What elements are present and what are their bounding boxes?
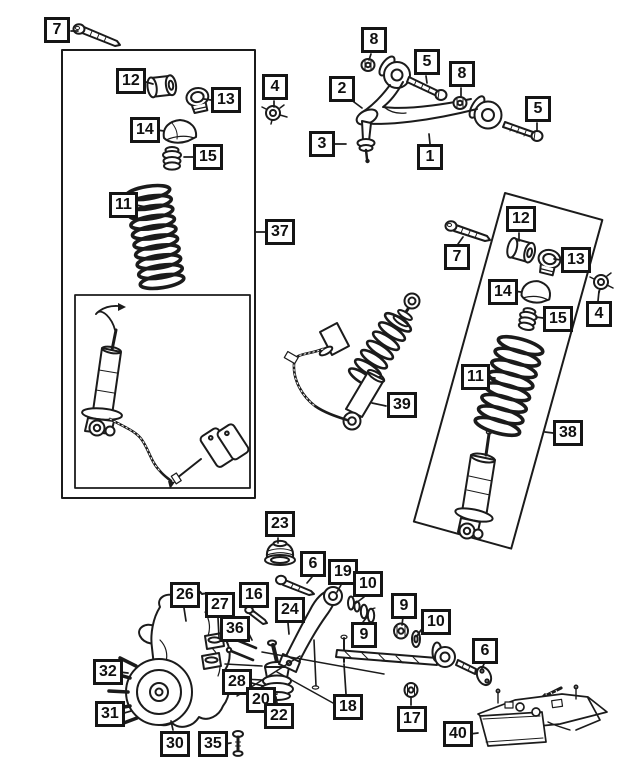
callout-11-rear[interactable]: 11 [461,364,490,390]
washers-10-link-art [347,595,361,613]
callout-12-front[interactable]: 12 [116,68,146,94]
nut-9-bar-art [393,622,409,640]
callout-23-boot[interactable]: 23 [265,511,295,537]
callout-5-front-arm[interactable]: 5 [414,49,440,75]
bolt-7-front [72,23,121,47]
coilover-shock-39-art [283,292,421,431]
callout-14-rear[interactable]: 14 [488,279,518,305]
front-spring-group-box [61,49,256,499]
upper-control-arm-art [355,55,503,164]
nut-8-front-arm [360,58,376,72]
nut-17-art [403,682,419,698]
knuckle-and-hub-art [107,588,263,728]
retainers-9-link-art [359,603,376,624]
clamp-13-rear [537,248,562,277]
callout-8-front-arm[interactable]: 8 [361,27,387,53]
upper-link-24-art [278,586,343,690]
callout-26-knuckle[interactable]: 26 [170,582,200,608]
callout-4-rear[interactable]: 4 [586,301,612,327]
callout-40-crossmember[interactable]: 40 [443,721,473,747]
callout-7-front[interactable]: 7 [44,17,70,43]
push-nut-4-rear [589,272,614,294]
callout-27-clamp[interactable]: 27 [205,592,235,618]
bolt-6-link-art [275,574,315,596]
callout-13-front[interactable]: 13 [211,87,241,113]
callout-39-coilover[interactable]: 39 [387,392,417,418]
callout-5-rear-arm[interactable]: 5 [525,96,551,122]
bolt-5-rear-arm [502,121,544,142]
callout-19-link[interactable]: 19 [328,559,358,585]
callout-8-rear-arm[interactable]: 8 [449,61,475,87]
callout-3-balljoint[interactable]: 3 [309,131,335,157]
clamp-13-front [185,86,210,114]
callout-15-rear[interactable]: 15 [543,306,573,332]
bolt-6-bar-art [455,659,493,687]
callout-22-boot[interactable]: 22 [264,703,294,729]
dust-boot-23-art [264,539,296,566]
callout-30-knuckle-lower[interactable]: 30 [160,731,190,757]
jounce-bumper-15-rear [517,307,538,331]
callout-11-front[interactable]: 11 [109,192,138,218]
bolt-5-front-arm [406,76,448,101]
callout-10-link[interactable]: 10 [353,571,383,597]
bolt-7-rear [444,220,491,242]
callout-12-rear[interactable]: 12 [506,206,536,232]
spring-isolator-14-rear [520,280,551,304]
spring-isolator-14-front [162,119,198,144]
callout-10-bar[interactable]: 10 [421,609,451,635]
callout-6-bar[interactable]: 6 [472,638,498,664]
callout-14-front[interactable]: 14 [130,117,160,143]
callout-15-front[interactable]: 15 [193,144,223,170]
callout-36-bolts[interactable]: 36 [220,616,250,642]
nut-8-rear-arm [452,96,468,110]
rear-shock-absorber-art [454,429,496,540]
callout-1-arm[interactable]: 1 [417,144,443,170]
bushing-12-rear [506,237,537,264]
coil-spring-11-rear [473,334,545,438]
crossmember-40-art [477,684,608,747]
callout-9-bar[interactable]: 9 [391,593,417,619]
bolt-16-art [244,605,268,625]
jounce-bumper-15-front [162,146,182,171]
callout-7-rear[interactable]: 7 [444,244,470,270]
callout-18-bar[interactable]: 18 [333,694,363,720]
callout-2-arm[interactable]: 2 [329,76,355,102]
callout-13-rear[interactable]: 13 [561,247,591,273]
callout-32-studs[interactable]: 32 [93,659,123,685]
leader-lines [70,30,600,745]
callout-31-hub[interactable]: 31 [95,701,125,727]
callout-9-link[interactable]: 9 [351,622,377,648]
front-shock-absorber-art [81,303,250,489]
callout-37-group[interactable]: 37 [265,219,295,245]
callout-24-link[interactable]: 24 [275,597,305,623]
callout-35-bolt[interactable]: 35 [198,731,228,757]
lower-bar-18-art [335,641,456,668]
bolt-35-art [232,730,244,757]
callout-38-group[interactable]: 38 [553,420,583,446]
callout-4-front[interactable]: 4 [262,74,288,100]
push-nut-4-front [261,104,288,125]
callout-17-nut[interactable]: 17 [397,706,427,732]
callout-6-link[interactable]: 6 [300,551,326,577]
bushing-12-front [146,74,178,99]
callout-16-bolt[interactable]: 16 [239,582,269,608]
